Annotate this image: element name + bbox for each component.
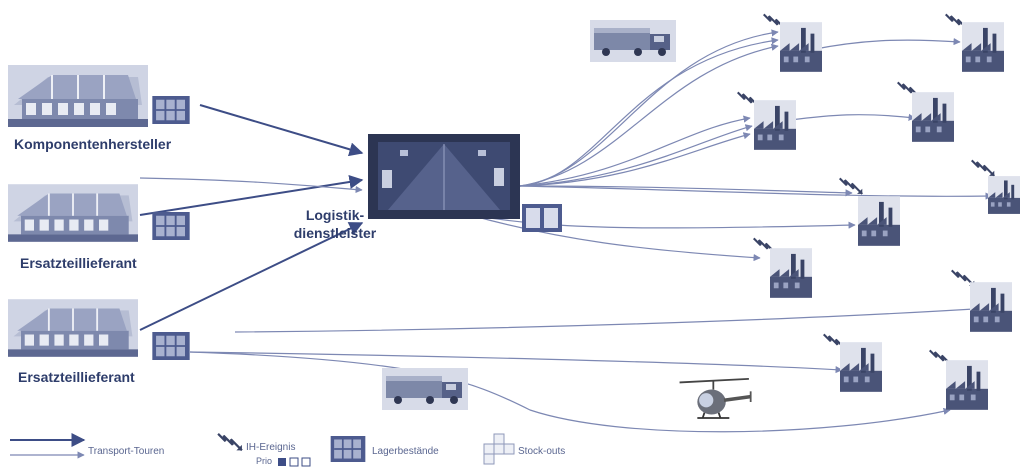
legend-transport-label: Transport-Touren — [88, 446, 164, 457]
hub-label-line2: dienstleister — [290, 224, 380, 242]
legend-event-label: IH-Ereignis — [246, 442, 295, 453]
warehouse-icon — [8, 65, 148, 127]
warehouse-icon — [8, 183, 138, 243]
supplier-label-spare-parts-2: Ersatzteillieferant — [18, 369, 135, 385]
supplier-label-component-manufacturer: Komponentenhersteller — [14, 136, 171, 152]
legend-stock-label: Lagerbestände — [372, 446, 439, 457]
legend-stockout-label: Stock-outs — [518, 446, 565, 457]
helicopter-icon — [676, 376, 756, 428]
hub-label: Logistik- dienstleister — [290, 206, 380, 242]
logistics-hub-icon — [368, 134, 520, 219]
warehouse-icon — [8, 298, 138, 358]
truck-icon — [590, 20, 676, 62]
truck-icon — [382, 368, 468, 410]
hub-label-line1: Logistik- — [290, 206, 380, 224]
legend-prio-label: Prio — [256, 456, 272, 466]
supplier-label-spare-parts-1: Ersatzteillieferant — [20, 255, 137, 271]
